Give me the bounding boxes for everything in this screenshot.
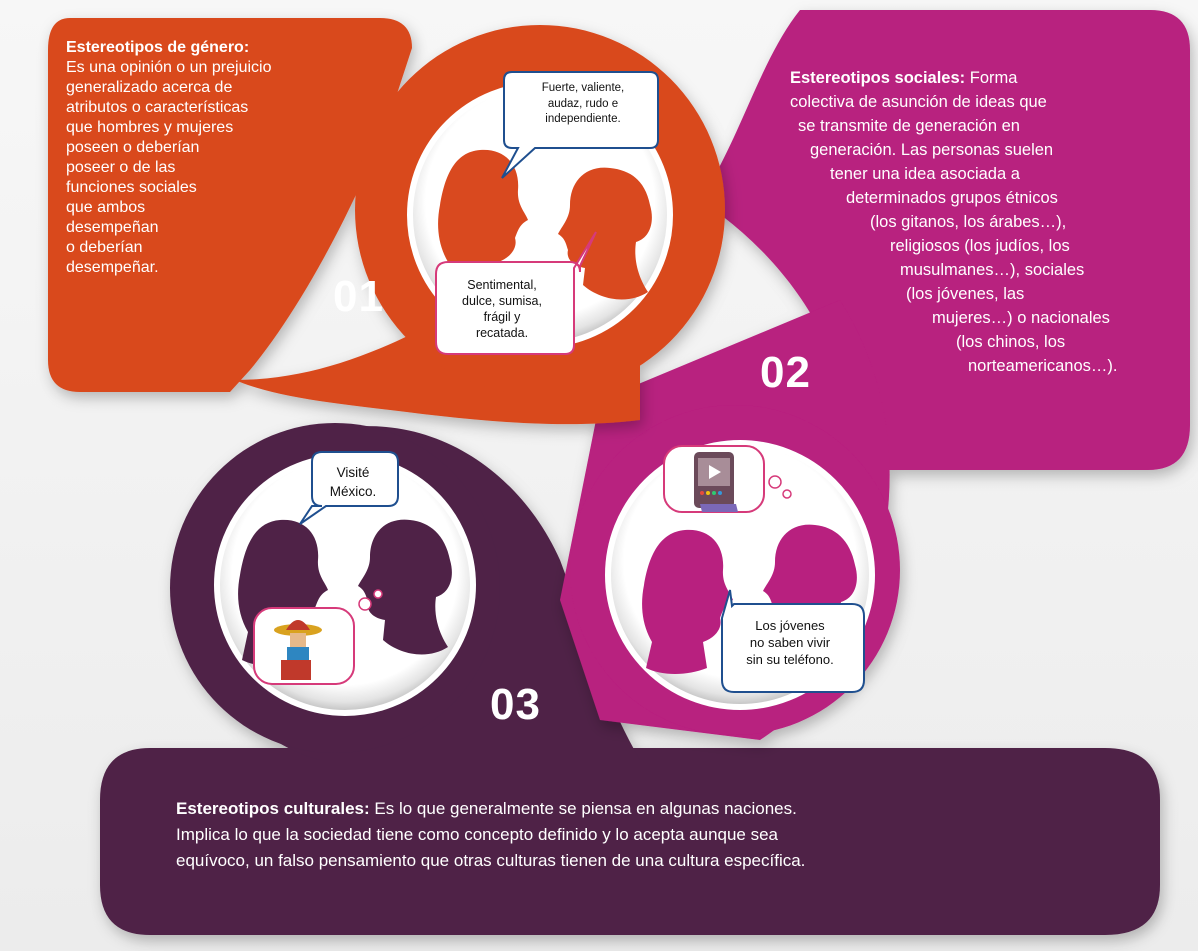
gender-line: que hombres y mujeres <box>66 119 234 136</box>
male-silhouette-icon <box>642 529 733 674</box>
social-line: (los chinos, los <box>956 333 1066 351</box>
social-line: mujeres…) o nacionales <box>932 309 1110 327</box>
gender-stereotypes-text: Estereotipos de género: Es una opinión o… <box>66 38 366 278</box>
gender-line: funciones sociales <box>66 179 197 196</box>
bubble-line: Sentimental, <box>467 278 537 292</box>
female-silhouette-icon <box>358 519 452 655</box>
social-line: religiosos (los judíos, los <box>890 237 1070 255</box>
gender-description: Es una opinión o un prejuicio generaliza… <box>66 58 366 278</box>
social-line: colectiva de asunción de ideas que <box>790 93 1047 111</box>
gender-line: Es una opinión o un prejuicio <box>66 59 272 76</box>
bubble-gender-male <box>501 71 659 179</box>
section-number-03: 03 <box>490 680 541 729</box>
bubble-line: Fuerte, valiente, <box>541 82 625 94</box>
gender-line: generalizado acerca de <box>66 79 233 96</box>
bubble-text-mexico: Visité México. <box>313 463 393 501</box>
phone-video-icon <box>694 452 738 512</box>
bubble-text-youth-phone: Los jóvenes no saben vivir sin su teléfo… <box>718 617 862 668</box>
thought-bubble-phone <box>663 445 792 513</box>
female-silhouette-icon <box>558 167 652 300</box>
social-stereotypes-text: Estereotipos sociales: Forma colectiva d… <box>760 66 1190 378</box>
social-line: Forma <box>965 69 1018 87</box>
social-box <box>700 10 1190 470</box>
bubble-text-female-traits: Sentimental, dulce, sumisa, frágil y rec… <box>440 277 564 341</box>
sombrero-icon <box>274 620 322 680</box>
cultural-stereotypes-text: Estereotipos culturales: Es lo que gener… <box>176 796 1076 874</box>
cultural-title: Estereotipos culturales: <box>176 799 370 818</box>
gender-box <box>48 18 412 392</box>
gender-silhouettes <box>438 149 652 300</box>
male-silhouette-icon <box>438 149 528 298</box>
section-number-02: 02 <box>760 348 811 397</box>
social-line: determinados grupos étnicos <box>846 189 1058 207</box>
bubble-cultural <box>299 451 399 525</box>
thought-bubble-mexico <box>253 589 383 685</box>
bubble-line: audaz, rudo e <box>547 97 619 110</box>
gender-line: atributos o características <box>66 99 249 116</box>
social-line: (los jóvenes, las <box>906 285 1025 303</box>
gender-title: Estereotipos de género: <box>66 39 250 56</box>
social-title: Estereotipos sociales: <box>790 69 966 87</box>
bubble-line: Los jóvenes <box>755 618 825 633</box>
bubble-line: Visité <box>336 465 370 480</box>
social-line: generación. Las personas suelen <box>810 141 1054 159</box>
bubble-line: frágil y <box>483 310 521 324</box>
gender-line: que ambos <box>66 199 146 216</box>
cultural-line: equívoco, un falso pensamiento que otras… <box>176 851 806 870</box>
social-line: (los gitanos, los árabes…), <box>870 213 1067 231</box>
gender-line: o deberían <box>66 239 143 256</box>
bubble-line: no saben vivir <box>749 635 831 650</box>
bubble-line: dulce, sumisa, <box>462 294 542 308</box>
gender-line: desempeñan <box>66 219 159 236</box>
cultural-line: Es lo que generalmente se piensa en algu… <box>369 799 797 818</box>
bubble-line: recatada. <box>475 326 529 340</box>
gender-line: poseer o de las <box>66 159 176 176</box>
cultural-line: Implica lo que la sociedad tiene como co… <box>176 825 779 844</box>
gender-line: desempeñar. <box>66 259 159 276</box>
bubble-social <box>721 589 865 693</box>
gender-line: poseen o deberían <box>66 139 200 156</box>
social-line: norteamericanos…). <box>968 357 1118 375</box>
section-number-01: 01 <box>333 272 384 321</box>
cultural-banner <box>100 748 1160 935</box>
bubble-line: México. <box>329 484 377 499</box>
bubble-text-male-traits: Fuerte, valiente, audaz, rudo e independ… <box>516 81 650 128</box>
bubble-line: independiente. <box>545 113 621 125</box>
social-line: tener una idea asociada a <box>830 165 1020 183</box>
bubble-line: sin su teléfono. <box>746 652 834 667</box>
bubble-gender-female <box>435 231 597 355</box>
social-line: se transmite de generación en <box>798 117 1020 135</box>
social-line: musulmanes…), sociales <box>900 261 1085 279</box>
